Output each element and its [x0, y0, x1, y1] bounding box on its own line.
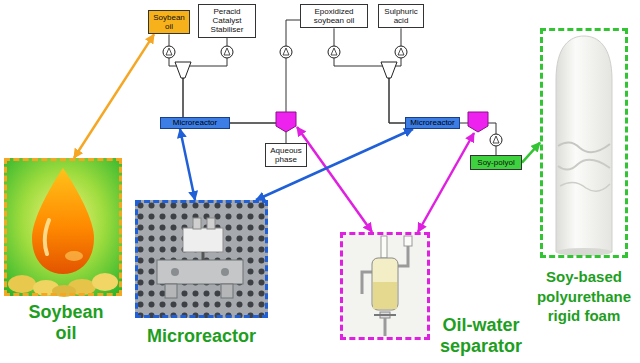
foam-photo	[558, 142, 610, 152]
feed-box: Epoxidized soybean oil	[300, 4, 368, 28]
separator-photo	[404, 236, 412, 246]
pump-symbol	[221, 46, 233, 58]
box-label: Microreactor	[164, 118, 226, 128]
feed-box: Soybean oil	[148, 10, 190, 34]
pump-symbol	[283, 48, 289, 55]
pump-symbol	[490, 134, 502, 146]
pump-symbol	[395, 46, 407, 58]
photo-caption: Soy-based polyurethane rigid foam	[534, 267, 634, 326]
product-box: Soy-polyol	[470, 155, 522, 170]
phase-separator	[468, 112, 488, 132]
separator-photo	[398, 244, 408, 266]
feed-box: Peracid Catalyst Stabiliser	[198, 4, 256, 38]
flow-line	[334, 28, 405, 123]
soybean-oil-photo	[92, 273, 118, 291]
pump-symbol	[163, 46, 175, 58]
separator-link-arrow	[418, 133, 474, 232]
flow-line	[183, 38, 227, 117]
microreactor-photo	[221, 268, 229, 276]
separator-photo	[372, 258, 398, 310]
photo-frame: Microreactor	[135, 200, 268, 318]
soybean-oil-photo	[32, 168, 94, 274]
link-arrow	[180, 129, 195, 200]
separator-photo	[362, 272, 372, 294]
reactor-bar: Microreactor	[405, 117, 460, 129]
pump-symbol	[224, 48, 230, 55]
separator-photo	[340, 232, 430, 340]
microreactor-photo	[183, 228, 223, 252]
microreactor-photo	[157, 260, 243, 284]
photo-caption: Soybean oil	[20, 302, 112, 343]
box-label: Peracid Catalyst Stabiliser	[202, 7, 252, 35]
pump-symbol	[221, 46, 233, 58]
pump-symbol	[493, 136, 499, 143]
foam-photo	[556, 36, 612, 252]
soybean-oil-photo	[4, 158, 122, 297]
connector-group	[74, 20, 540, 200]
separator-photo	[340, 232, 430, 340]
separator-photo	[374, 314, 396, 316]
box-label: Epoxidized soybean oil	[304, 7, 364, 25]
foam-photo	[560, 182, 610, 191]
soybean-oil-photo	[45, 220, 49, 254]
microreactor-photo	[171, 268, 179, 276]
box-label: Aqueous phase	[269, 146, 303, 164]
microreactor-photo	[193, 218, 201, 229]
pump-symbol	[166, 48, 172, 55]
pump-symbol	[398, 48, 404, 55]
microreactor-photo	[135, 200, 268, 318]
separator-link-arrow	[297, 127, 372, 232]
foam-photo	[558, 160, 610, 170]
microreactor-photo	[221, 284, 233, 298]
photo-frame: Soybean oil	[4, 158, 122, 296]
photo-caption: Oil-water separator	[435, 315, 527, 356]
link-arrow	[256, 129, 413, 200]
link-arrow	[74, 34, 154, 158]
pump-symbol	[328, 46, 340, 58]
box-label: Microreactor	[409, 118, 456, 128]
photo-frame: Soy-based polyurethane rigid foam	[540, 28, 628, 258]
pump-symbol	[331, 48, 337, 55]
pump-symbol	[490, 134, 502, 146]
mixer-funnel	[381, 62, 397, 78]
box-label: Soy-polyol	[474, 158, 518, 167]
foam-photo	[540, 28, 628, 258]
microreactor-photo	[207, 218, 215, 229]
product-box: Aqueous phase	[265, 143, 307, 167]
foam-photo	[540, 28, 628, 258]
separator-photo	[373, 282, 397, 309]
feed-box: Sulphuric acid	[378, 4, 424, 28]
pump-symbol	[280, 46, 292, 58]
box-label: Soybean oil	[152, 13, 186, 31]
soybean-oil-photo	[4, 158, 122, 296]
pump-symbol	[328, 46, 340, 58]
separator-photo	[384, 318, 387, 336]
microreactor-photo	[202, 252, 205, 260]
mixer-funnel	[175, 62, 191, 78]
separator-photo	[381, 236, 387, 258]
photo-frame: Oil-water separator	[340, 232, 430, 340]
reactor-bar: Microreactor	[160, 117, 230, 129]
phase-separator	[276, 112, 296, 132]
pump-symbol	[280, 46, 292, 58]
pump-symbol	[395, 46, 407, 58]
soybean-oil-photo	[8, 275, 36, 293]
foam-photo	[556, 248, 612, 256]
photo-caption: Microreactor	[135, 326, 268, 347]
microreactor-photo	[165, 284, 177, 298]
pump-symbol	[163, 46, 175, 58]
soybean-oil-photo	[65, 251, 83, 261]
box-label: Sulphuric acid	[382, 7, 420, 25]
microreactor-photo	[135, 200, 268, 318]
link-arrow	[522, 143, 540, 163]
